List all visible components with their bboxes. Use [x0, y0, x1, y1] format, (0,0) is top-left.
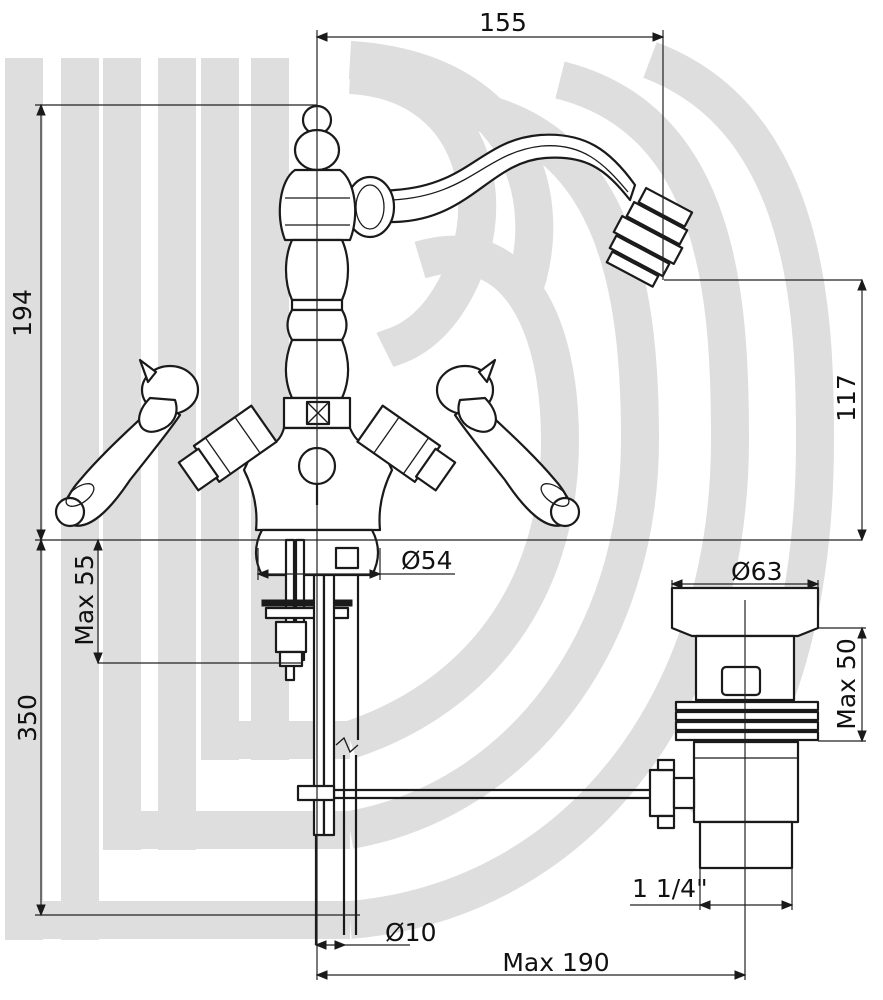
dim-spout-reach: 155	[479, 8, 527, 37]
pop-up-waste	[648, 586, 820, 870]
dim-waste-thread: 1 1/4"	[632, 874, 708, 903]
dim-total-height: 194	[8, 289, 37, 337]
dim-base-diameter: Ø54	[401, 546, 453, 575]
dim-rod-diameter: Ø10	[385, 918, 437, 947]
dim-max-rod-distance: Max 190	[502, 948, 609, 977]
dim-max-deck-thickness: Max 55	[70, 554, 99, 645]
faucet	[54, 104, 694, 945]
dim-spout-height: 117	[832, 374, 861, 422]
dim-below-deck-length: 350	[13, 694, 42, 742]
watermark-logo	[5, 41, 835, 940]
dimension-lines	[35, 30, 867, 980]
dim-waste-max-height: Max 50	[832, 638, 861, 729]
dim-waste-flange-diameter: Ø63	[731, 557, 783, 586]
